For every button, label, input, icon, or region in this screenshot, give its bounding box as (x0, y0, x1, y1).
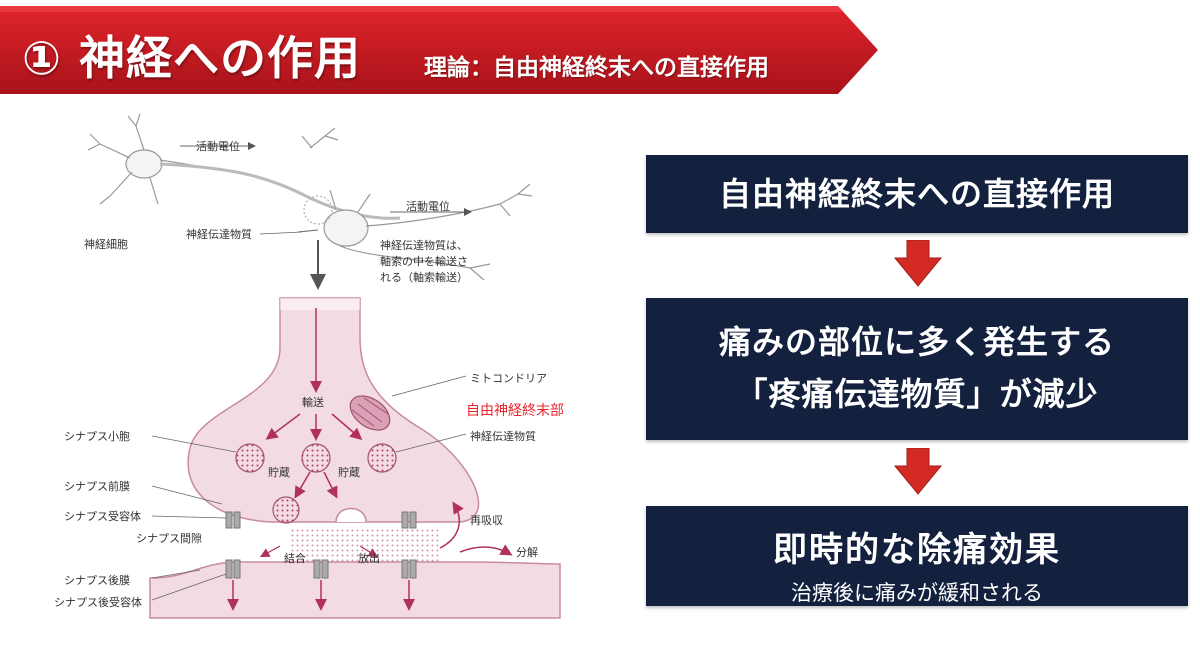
label-mitochondria: ミトコンドリア (470, 372, 547, 385)
label-neurotransmitter-top: 神経伝達物質 (186, 228, 252, 241)
nerve-diagram-graphic (87, 113, 561, 619)
flow-box-direct-action: 自由神経終末への直接作用 (646, 155, 1188, 233)
down-arrow-icon (893, 240, 943, 287)
down-arrow-icon (893, 448, 943, 495)
flow-box-3-title: 即時的な除痛効果 (773, 530, 1061, 570)
label-presynaptic-membrane: シナプス前膜 (64, 480, 130, 493)
nerve-diagram: 活動電位 活動電位 神経細胞 神経伝達物質 神経伝達物質は、 軸索の中を輸送さ … (40, 108, 610, 638)
nerve-terminal (187, 297, 480, 523)
label-free-nerve-ending: 自由神経終末部 (466, 403, 564, 419)
label-synaptic-vesicle: シナプス小胞 (64, 430, 130, 443)
label-storage-right: 貯蔵 (338, 466, 360, 479)
label-postsynaptic-membrane: シナプス後膜 (64, 574, 130, 587)
page-subtitle: 理論：自由神経終末への直接作用 (424, 55, 769, 81)
banner-shape (0, 6, 878, 94)
flow-box-pain-substance: 痛みの部位に多く発生する 「疼痛伝達物質」が減少 (646, 298, 1188, 440)
label-action-potential-1: 活動電位 (196, 140, 240, 153)
neuron-right (303, 183, 533, 281)
label-synaptic-cleft: シナプス間隙 (136, 532, 202, 545)
flow-box-3-subtitle: 治療後に痛みが緩和される (791, 581, 1043, 605)
flow-box-2-line-2: 「疼痛伝達物質」が減少 (735, 375, 1099, 413)
label-nerve-cell: 神経細胞 (84, 238, 128, 251)
postsynaptic-membrane (149, 561, 561, 619)
label-neurotransmitter: 神経伝達物質 (470, 430, 536, 443)
neuron-upper-left (87, 113, 401, 220)
page-title: ① 神経への作用 (22, 31, 361, 85)
label-reuptake: 再吸収 (470, 514, 503, 527)
label-postsynaptic-receptor: シナプス後受容体 (54, 596, 142, 609)
label-axonal-transport-note: 神経伝達物質は、 軸索の中を輸送さ れる（軸索輸送） (380, 239, 468, 284)
label-release: 放出 (358, 552, 380, 565)
label-synaptic-receptor: シナプス受容体 (64, 510, 141, 523)
label-transport: 輸送 (302, 396, 324, 409)
label-decomposition: 分解 (516, 546, 538, 559)
label-binding: 結合 (284, 552, 306, 565)
flow-box-pain-relief: 即時的な除痛効果 治療後に痛みが緩和される (646, 506, 1188, 606)
header-banner: ① 神経への作用 理論：自由神経終末への直接作用 (0, 4, 880, 96)
flow-box-1-text: 自由神経終末への直接作用 (718, 175, 1115, 213)
label-action-potential-2: 活動電位 (406, 200, 450, 213)
label-storage-left: 貯蔵 (268, 466, 290, 479)
flow-box-2-line-1: 痛みの部位に多く発生する (718, 323, 1115, 361)
synaptic-vesicles (235, 443, 397, 524)
